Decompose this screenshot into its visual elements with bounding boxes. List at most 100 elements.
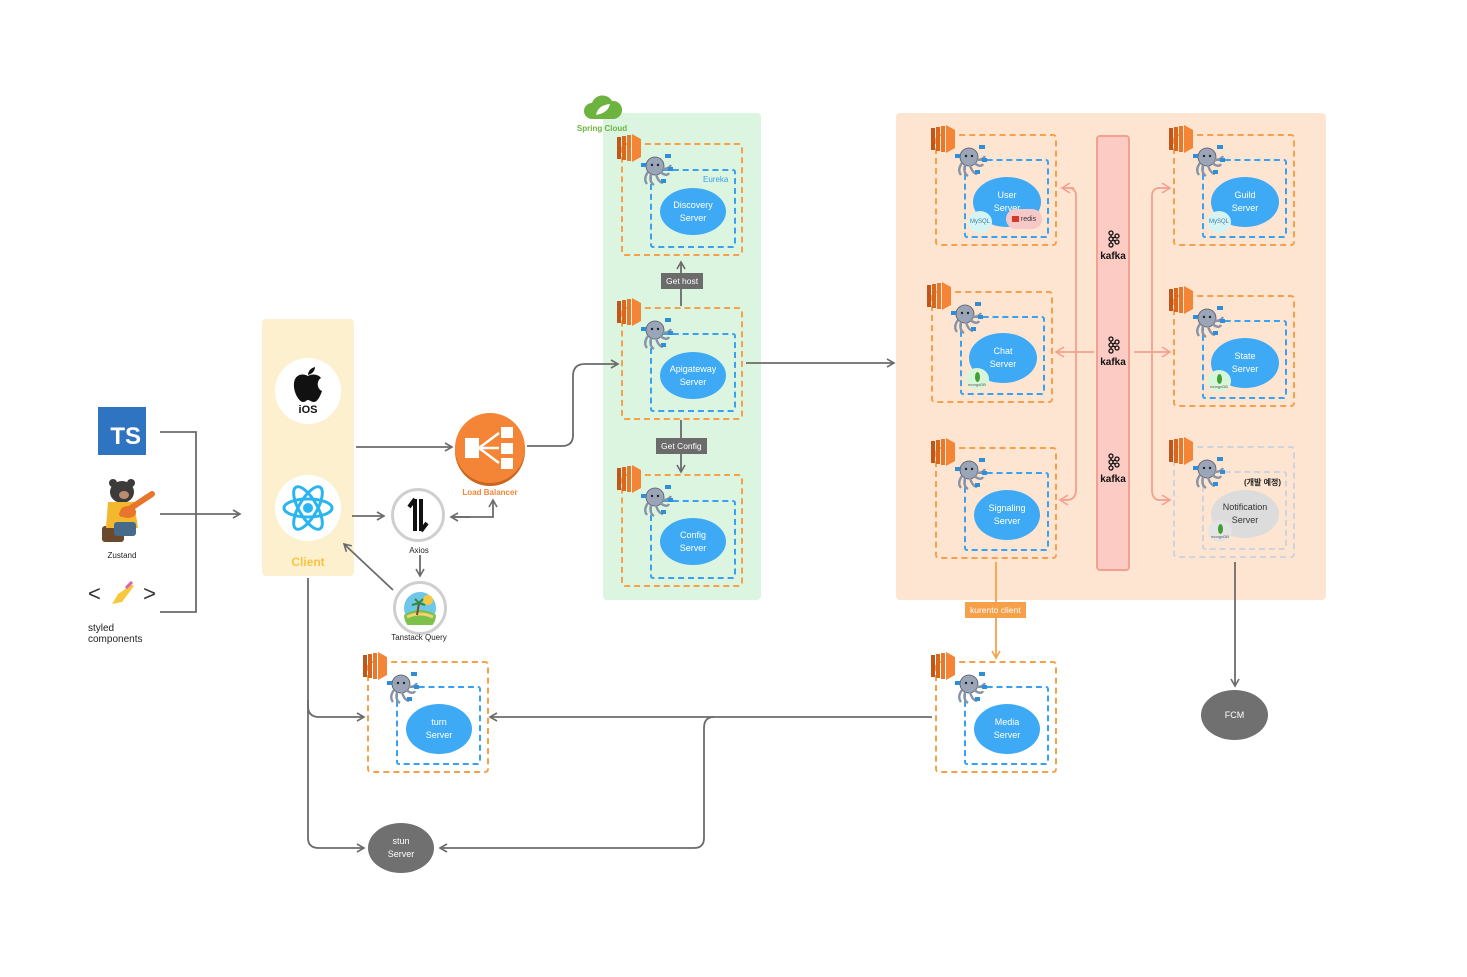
- spring-cloud-label: Spring Cloud: [576, 124, 628, 133]
- octopus-icon: [1191, 303, 1229, 341]
- notification-ec2-box: [1173, 446, 1295, 558]
- aws-ec2-icon: [931, 651, 955, 681]
- kafka-icon: [1108, 230, 1120, 248]
- discovery-server: Discovery Server: [660, 188, 726, 235]
- react-icon: [275, 475, 341, 541]
- discovery-container-box: [650, 169, 736, 248]
- octopus-icon: [953, 142, 991, 180]
- signaling-ec2-box: [935, 447, 1057, 559]
- ios-label: iOS: [298, 404, 318, 416]
- client-to-stun: [307, 700, 366, 853]
- kafka-node-2: kafka: [1093, 336, 1133, 368]
- stack-line-ts: [160, 431, 197, 613]
- aws-ec2-icon: [617, 133, 641, 163]
- spring-cloud-logo: Spring Cloud: [574, 95, 630, 135]
- config-container-box: [650, 500, 736, 579]
- kafka-icon: [1108, 336, 1120, 354]
- axios-to-lb: [451, 498, 498, 518]
- chat-ec2-box: [931, 291, 1053, 403]
- load-balancer-icon: [455, 413, 525, 483]
- kafka-left-trunk: [1065, 187, 1094, 501]
- kafka-icon: [1108, 453, 1120, 471]
- typescript-logo: TS: [98, 407, 146, 455]
- octopus-icon: [385, 669, 423, 707]
- ios-icon: iOS: [275, 358, 341, 424]
- styled-components-icon: < >: [88, 580, 156, 606]
- octopus-icon: [1191, 454, 1229, 492]
- signaling-server: Signaling Server: [974, 490, 1040, 540]
- config-ec2-box: [621, 474, 743, 587]
- media-ec2-box: [935, 661, 1057, 773]
- apple-icon: [293, 367, 322, 402]
- octopus-icon: [953, 669, 991, 707]
- user-container-box: [964, 159, 1049, 238]
- notification-planned-note: (개발 예정): [1244, 478, 1281, 487]
- apigateway-server: Apigateway Server: [660, 352, 726, 399]
- kafka-node-3: kafka: [1093, 453, 1133, 485]
- octopus-icon: [639, 482, 677, 520]
- axios-label: Axios: [409, 546, 429, 555]
- aws-ec2-icon: [617, 464, 641, 494]
- aws-ec2-icon: [617, 297, 641, 327]
- get-config-tag: Get Config: [656, 438, 707, 454]
- kafka-right-trunk: [1134, 187, 1161, 501]
- kafka-bus: [1096, 135, 1130, 571]
- zustand-label: Zustand: [107, 551, 137, 560]
- media-to-stun: [438, 716, 715, 853]
- aws-ec2-icon: [931, 437, 955, 467]
- discovery-ec2-box: [621, 143, 743, 256]
- octopus-icon: [639, 315, 677, 353]
- chat-container-box: [960, 316, 1045, 395]
- stun-server: stun Server: [368, 823, 434, 873]
- zustand-bear-icon: [100, 478, 156, 544]
- get-host-tag: Get host: [661, 273, 704, 289]
- mongodb-leaf-icon: [1216, 373, 1222, 384]
- styled-components-label: styled components: [88, 623, 143, 645]
- client-to-turn: [307, 578, 366, 722]
- state-ec2-box: [1173, 295, 1295, 407]
- notification-container-box: [1202, 471, 1287, 550]
- state-container-box: [1202, 320, 1287, 399]
- load-balancer-label: Load Balancer: [462, 488, 518, 497]
- guild-container-box: [1202, 159, 1287, 238]
- mongodb-badge: mongoDB: [965, 368, 989, 390]
- apigateway-ec2-box: [621, 307, 743, 420]
- media-server: Media Server: [974, 704, 1040, 754]
- kurento-client-tag: kurento client: [965, 602, 1026, 618]
- spring-cloud-icon: [584, 95, 623, 119]
- eureka-label: Eureka: [703, 175, 729, 184]
- aws-ec2-icon: [931, 124, 955, 154]
- octopus-icon: [1191, 142, 1229, 180]
- turn-ec2-box: [367, 661, 489, 773]
- media-container-box: [964, 686, 1049, 765]
- guild-ec2-box: [1173, 134, 1295, 246]
- state-server: State Server: [1211, 338, 1279, 388]
- kafka-node-1: kafka: [1093, 230, 1133, 262]
- aws-ec2-icon: [1169, 436, 1193, 466]
- aws-ec2-icon: [1169, 285, 1193, 315]
- mysql-badge: MySQL: [1207, 211, 1231, 233]
- tanstack-to-client: [342, 542, 394, 591]
- user-ec2-box: [935, 134, 1057, 246]
- turn-server: turn Server: [406, 704, 472, 754]
- mysql-badge: MySQL: [968, 211, 992, 233]
- mongodb-badge: mongoDB: [1208, 520, 1232, 542]
- config-server: Config Server: [660, 518, 726, 565]
- aws-ec2-icon: [363, 651, 387, 681]
- tanstack-query-label: Tanstack Query: [391, 633, 447, 642]
- fcm-node: FCM: [1201, 690, 1268, 740]
- lb-to-gateway: [527, 359, 620, 447]
- client-title: Client: [291, 555, 325, 569]
- mongodb-leaf-icon: [974, 371, 980, 382]
- tanstack-query-icon: [393, 581, 447, 635]
- mongodb-leaf-icon: [1217, 523, 1223, 534]
- aws-ec2-icon: [927, 281, 951, 311]
- redis-icon: [1011, 216, 1019, 222]
- turn-container-box: [396, 686, 481, 765]
- aws-ec2-icon: [1169, 124, 1193, 154]
- octopus-icon: [639, 151, 677, 189]
- axios-icon: [391, 488, 445, 542]
- mongodb-badge: mongoDB: [1207, 370, 1231, 392]
- redis-badge: redis: [1006, 209, 1042, 229]
